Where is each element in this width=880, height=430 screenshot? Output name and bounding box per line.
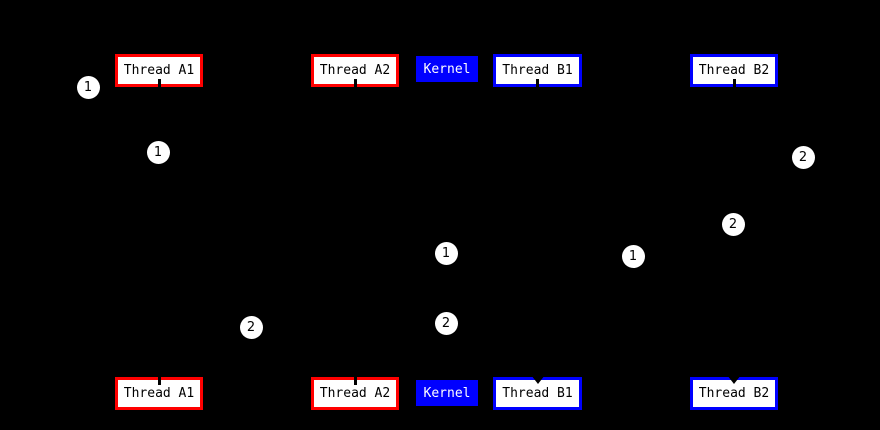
lifeline-stub [157, 376, 161, 385]
numbered-marker: 1 [76, 75, 100, 99]
entity-box-kernel-top: Kernel [416, 56, 478, 82]
marker-number: 2 [728, 216, 738, 232]
entity-label: Thread B2 [698, 63, 770, 78]
numbered-marker: 2 [721, 212, 745, 236]
marker-number: 2 [441, 315, 451, 331]
entity-box-thread-a2-bottom: Thread A2 [311, 376, 399, 410]
entity-label: Thread A2 [319, 63, 391, 78]
lifeline-stub [353, 79, 357, 88]
marker-number: 1 [83, 79, 93, 95]
entity-box-thread-a2-top: Thread A2 [311, 54, 399, 88]
entity-box-thread-b1-top: Thread B1 [493, 54, 582, 88]
entity-label: Kernel [423, 61, 471, 77]
entity-box-thread-b2-bottom: Thread B2 [690, 375, 778, 410]
entity-label: Thread A1 [123, 63, 195, 78]
numbered-marker: 1 [434, 241, 458, 265]
entity-label: Thread A1 [123, 386, 195, 401]
entity-label: Thread B1 [502, 63, 573, 78]
lifeline-stub [353, 376, 357, 385]
entity-label: Thread B1 [502, 386, 573, 401]
lifeline-stub [732, 79, 736, 88]
numbered-marker: 1 [621, 244, 645, 268]
numbered-marker: 2 [791, 145, 815, 169]
marker-number: 1 [441, 245, 451, 261]
arrowhead-icon [530, 375, 545, 384]
entity-label: Kernel [423, 385, 471, 401]
marker-number: 1 [628, 248, 638, 264]
entity-box-thread-b1-bottom: Thread B1 [493, 375, 582, 410]
entity-label: Thread A2 [319, 386, 391, 401]
entity-box-thread-b2-top: Thread B2 [690, 54, 778, 88]
lifeline-stub [157, 79, 161, 88]
marker-number: 2 [798, 149, 808, 165]
numbered-marker: 2 [239, 315, 263, 339]
entity-box-kernel-bottom: Kernel [416, 380, 478, 406]
entity-label: Thread B2 [698, 386, 770, 401]
marker-number: 2 [246, 319, 256, 335]
lifeline-stub [536, 79, 539, 88]
numbered-marker: 2 [434, 311, 458, 335]
numbered-marker: 1 [146, 140, 170, 164]
arrowhead-icon [727, 375, 741, 384]
entity-box-thread-a1-top: Thread A1 [115, 54, 203, 88]
entity-box-thread-a1-bottom: Thread A1 [115, 376, 203, 410]
marker-number: 1 [153, 144, 163, 160]
